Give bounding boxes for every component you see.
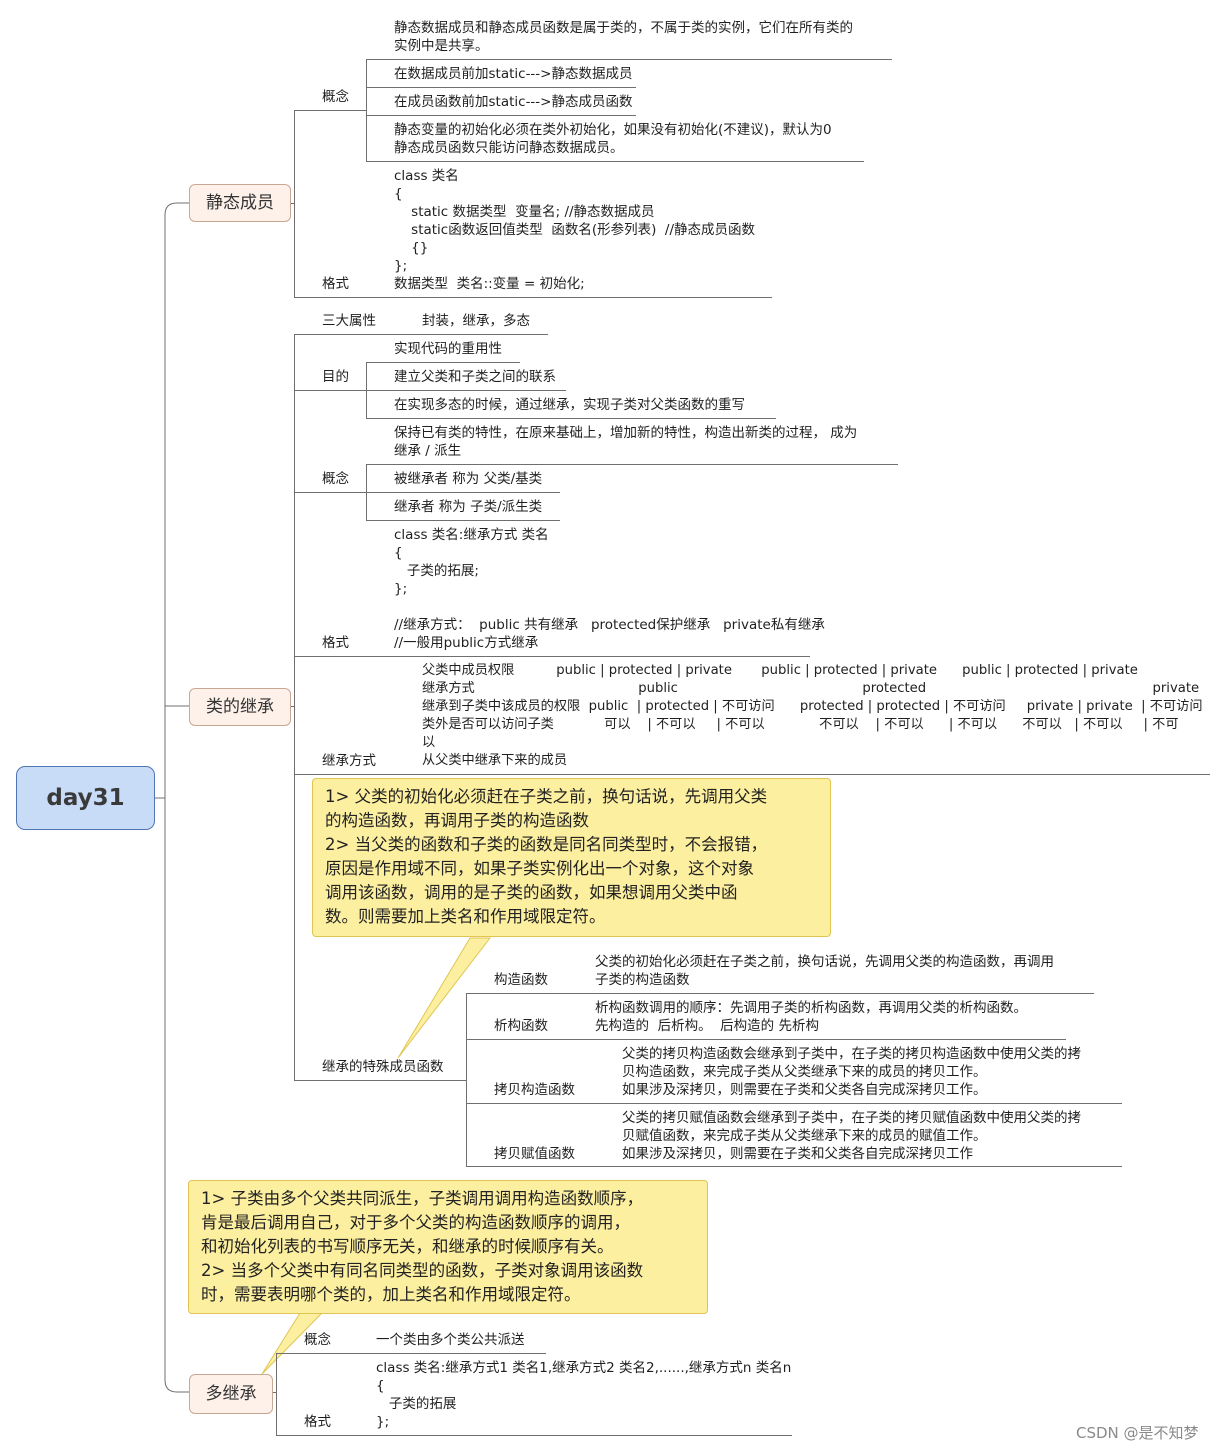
special-members-label: 继承的特殊成员函数 <box>322 1059 444 1075</box>
multi-concept-value: 一个类由多个类公共派送 <box>376 1332 525 1348</box>
inheritance-label: 类的继承 <box>206 697 274 717</box>
special-item-constructor-text: 父类的初始化必须赶在子类之前，换句话说，先调用父类的构造函数，再调用 子类的构造… <box>595 954 1054 988</box>
inheritance-note: 1> 父类的初始化必须赶在子类之前，换句话说，先调用父类 的构造函数，再调用子类… <box>312 778 831 937</box>
node-multi-inheritance[interactable]: 多继承 <box>189 1374 273 1414</box>
root-node[interactable]: day31 <box>16 766 155 830</box>
inherit-mode-label: 继承方式 <box>322 753 376 769</box>
static-format-label: 格式 <box>322 276 349 292</box>
inherit-concept-label: 概念 <box>322 471 349 487</box>
multi-inheritance-note: 1> 子类由多个父类共同派生，子类调用调用构造函数顺序， 肯是最后调用自己，对于… <box>188 1180 708 1314</box>
three-attr-label: 三大属性 <box>322 313 376 329</box>
inherit-concept-item-2: 被继承者 称为 父类/基类 <box>394 471 543 487</box>
purpose-item-3: 在实现多态的时候，通过继承，实现子类对父类函数的重写 <box>394 397 745 413</box>
static-format-text: class 类名 { static 数据类型 变量名; //静态数据成员 sta… <box>394 168 756 292</box>
watermark: CSDN @是不知梦 <box>1076 1424 1199 1442</box>
purpose-label: 目的 <box>322 369 349 385</box>
inherit-format-text: class 类名:继承方式 类名 { 子类的拓展; }; //继承方式： pub… <box>394 527 825 651</box>
multi-concept-label: 概念 <box>304 1332 331 1348</box>
special-item-destructor-text: 析构函数调用的顺序：先调用子类的析构函数，再调用父类的析构函数。 先构造的 后析… <box>595 1000 1027 1034</box>
special-item-destructor-label: 析构函数 <box>494 1018 548 1034</box>
inherit-concept-item-1: 保持已有类的特性，在原来基础上，增加新的特性，构造出新类的过程， 成为 继承 /… <box>394 425 858 459</box>
node-inheritance[interactable]: 类的继承 <box>189 688 291 726</box>
special-item-copy-ctor-label: 拷贝构造函数 <box>494 1082 575 1098</box>
static-concept-item-1: 静态数据成员和静态成员函数是属于类的，不属于类的实例，它们在所有类的 实例中是共… <box>394 20 853 54</box>
purpose-item-1: 实现代码的重用性 <box>394 341 502 357</box>
static-members-label: 静态成员 <box>206 193 274 213</box>
inherit-mode-table: 父类中成员权限 public | protected | private pub… <box>422 663 1203 768</box>
three-attr-value: 封装，继承，多态 <box>422 313 530 329</box>
special-item-copy-assign-text: 父类的拷贝赋值函数会继承到子类中，在子类的拷贝赋值函数中使用父类的拷 贝赋值函数… <box>622 1110 1081 1162</box>
purpose-item-2: 建立父类和子类之间的联系 <box>394 369 556 385</box>
static-concept-label: 概念 <box>322 89 349 105</box>
static-concept-item-4: 静态变量的初始化必须在类外初始化，如果没有初始化(不建议)，默认为0 静态成员函… <box>394 122 832 156</box>
special-item-copy-assign-label: 拷贝赋值函数 <box>494 1146 575 1162</box>
multi-format-label: 格式 <box>304 1414 331 1430</box>
inherit-concept-item-3: 继承者 称为 子类/派生类 <box>394 499 543 515</box>
multi-format-text: class 类名:继承方式1 类名1,继承方式2 类名2,......,继承方式… <box>376 1360 792 1430</box>
static-concept-item-3: 在成员函数前加static--->静态成员函数 <box>394 94 633 110</box>
special-item-copy-ctor-text: 父类的拷贝构造函数会继承到子类中，在子类的拷贝构造函数中使用父类的拷 贝构造函数… <box>622 1046 1081 1098</box>
root-label: day31 <box>46 785 125 811</box>
static-concept-item-2: 在数据成员前加static--->静态数据成员 <box>394 66 633 82</box>
multi-inheritance-label: 多继承 <box>205 1384 257 1404</box>
special-item-constructor-label: 构造函数 <box>494 972 548 988</box>
inherit-format-label: 格式 <box>322 635 349 651</box>
node-static-members[interactable]: 静态成员 <box>189 184 291 222</box>
